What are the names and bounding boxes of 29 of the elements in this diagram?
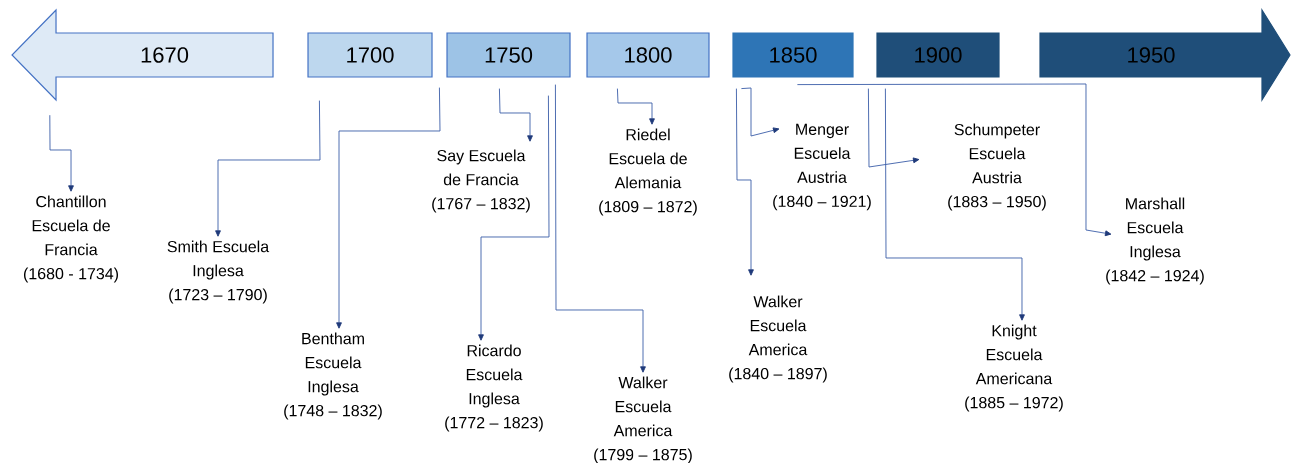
economist-label: Schumpeter Escuela Austria (1883 – 1950) — [948, 123, 1046, 211]
economist-label: Walker Escuela America (1840 – 1897) — [729, 295, 827, 383]
economist-label: Riedel Escuela de Alemania (1809 – 1872) — [599, 128, 697, 216]
economist-label: Chantillon Escuela de Francia (1680 - 1734) — [24, 195, 118, 283]
arrow — [336, 87, 441, 329]
year-box: 1750 — [446, 32, 571, 78]
year-box: 1850 — [732, 32, 854, 78]
economist-label: Ricardo Escuela Inglesa (1772 – 1823) — [445, 344, 543, 432]
arrow — [884, 88, 1025, 321]
arrow — [616, 88, 655, 125]
economist-label: Say Escuela de Francia (1767 – 1832) — [432, 149, 530, 213]
arrow — [796, 83, 1112, 237]
arrow — [49, 114, 74, 192]
arrow — [554, 84, 646, 373]
arrow — [215, 100, 321, 237]
arrow — [735, 88, 754, 276]
arrow — [478, 95, 550, 341]
year-box: 1800 — [586, 32, 710, 78]
economist-label: Bentham Escuela Inglesa (1748 – 1832) — [284, 332, 382, 420]
economist-label: Smith Escuela Inglesa (1723 – 1790) — [167, 240, 270, 304]
economist-label: Menger Escuela Austria (1840 – 1921) — [773, 123, 871, 211]
arrow — [740, 87, 780, 137]
year-box: 1700 — [307, 32, 433, 78]
economist-label: Marshall Escuela Inglesa (1842 – 1924) — [1106, 197, 1204, 285]
economist-label: Knight Escuela Americana (1885 – 1972) — [965, 324, 1063, 412]
arrow — [867, 88, 920, 168]
arrow — [498, 88, 533, 142]
year-box: 1900 — [876, 32, 1000, 78]
economist-label: Walker Escuela America (1799 – 1875) — [594, 376, 692, 463]
